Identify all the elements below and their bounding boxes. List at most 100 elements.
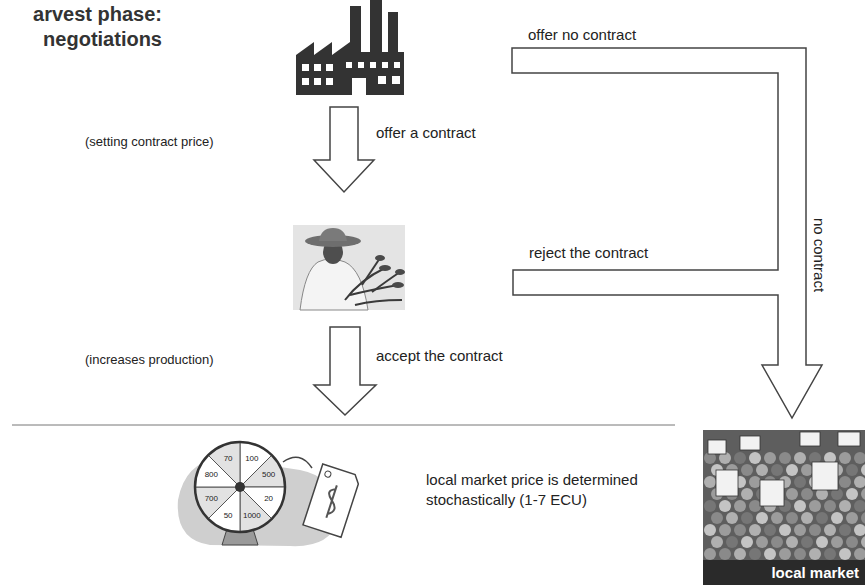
factory-building xyxy=(296,42,404,95)
fruit xyxy=(749,548,761,560)
fruit xyxy=(794,452,806,464)
fruit xyxy=(854,548,865,560)
fruit xyxy=(839,452,851,464)
fruit xyxy=(741,488,753,500)
fruit xyxy=(786,536,798,548)
fruit xyxy=(794,524,806,536)
fruit xyxy=(839,500,851,512)
fruit xyxy=(839,524,851,536)
fruit xyxy=(861,512,865,524)
factory-icon xyxy=(296,0,404,95)
wheel-segment xyxy=(195,487,240,519)
fruit xyxy=(734,452,746,464)
chimney xyxy=(370,0,382,56)
fruit xyxy=(764,524,776,536)
fruit xyxy=(719,524,731,536)
arrow-label: offer a contract xyxy=(376,124,476,142)
block-arrow xyxy=(314,327,376,415)
arrow-label: no contract xyxy=(810,218,828,292)
fruit xyxy=(861,536,865,548)
wheel-number: 500 xyxy=(262,470,275,480)
fruit xyxy=(824,524,836,536)
fruit xyxy=(704,500,716,512)
fruit xyxy=(756,464,768,476)
fruit xyxy=(764,548,776,560)
fruit xyxy=(726,536,738,548)
fruit xyxy=(801,488,813,500)
fruit xyxy=(809,524,821,536)
fruit xyxy=(846,488,858,500)
factory-windows xyxy=(302,62,400,95)
fruit xyxy=(764,452,776,464)
fruit xyxy=(854,476,865,488)
fruit xyxy=(719,500,731,512)
description-text: local market price is determined stochas… xyxy=(426,470,646,509)
fruit xyxy=(756,536,768,548)
leaves xyxy=(375,255,405,288)
fruit xyxy=(711,512,723,524)
wheel-rim xyxy=(195,442,285,532)
market-photo xyxy=(703,430,865,585)
block-arrow xyxy=(314,107,374,192)
fruit xyxy=(741,512,753,524)
fruit xyxy=(861,488,865,500)
fruit xyxy=(854,524,865,536)
fruit xyxy=(786,464,798,476)
fruit xyxy=(839,476,851,488)
fruit xyxy=(809,548,821,560)
wheel-clipart xyxy=(178,442,361,546)
fruit xyxy=(734,524,746,536)
fruit xyxy=(801,536,813,548)
fruit xyxy=(704,452,865,560)
fruit xyxy=(749,500,761,512)
fruit xyxy=(779,452,791,464)
separator-line xyxy=(12,425,675,426)
fruit xyxy=(794,548,806,560)
wheel-number: 700 xyxy=(205,494,218,504)
photo-panel: local market xyxy=(703,430,865,585)
block-arrow xyxy=(512,48,822,418)
fruit xyxy=(734,548,746,560)
fruit xyxy=(756,512,768,524)
fruit xyxy=(734,500,746,512)
fruit xyxy=(861,464,865,476)
plants xyxy=(345,258,402,305)
chimney xyxy=(350,6,361,56)
fruit xyxy=(741,464,753,476)
fruit xyxy=(831,512,843,524)
wheel-number: 800 xyxy=(205,470,218,480)
shirt xyxy=(300,259,368,310)
wheel-segments xyxy=(195,442,285,532)
fruit xyxy=(704,548,716,560)
fruit xyxy=(704,476,716,488)
fruit xyxy=(831,536,843,548)
fruit xyxy=(839,548,851,560)
fruit xyxy=(846,536,858,548)
fruit xyxy=(726,512,738,524)
fruit xyxy=(771,464,783,476)
price-signs xyxy=(708,432,860,506)
fruit xyxy=(749,476,761,488)
wheel-number: 1000 xyxy=(243,511,261,521)
wheel-number: 100 xyxy=(245,454,258,464)
photo-ground xyxy=(293,225,405,310)
farmer-photo xyxy=(293,225,405,310)
tag-string xyxy=(283,457,312,468)
price-tag xyxy=(303,464,361,537)
fruit xyxy=(854,500,865,512)
fruit xyxy=(824,548,836,560)
wheel-number: 50 xyxy=(224,511,233,521)
fruit xyxy=(816,512,828,524)
fruit xyxy=(824,500,836,512)
wheel-number: 70 xyxy=(224,454,233,464)
fruit xyxy=(809,500,821,512)
wheel-segment xyxy=(208,442,240,487)
fruit xyxy=(801,464,813,476)
fruit xyxy=(846,512,858,524)
fruit xyxy=(771,536,783,548)
annotation: (increases production) xyxy=(85,352,214,368)
chimney xyxy=(388,12,398,56)
fruit xyxy=(854,452,865,464)
arrow-label: reject the contract xyxy=(529,244,648,262)
